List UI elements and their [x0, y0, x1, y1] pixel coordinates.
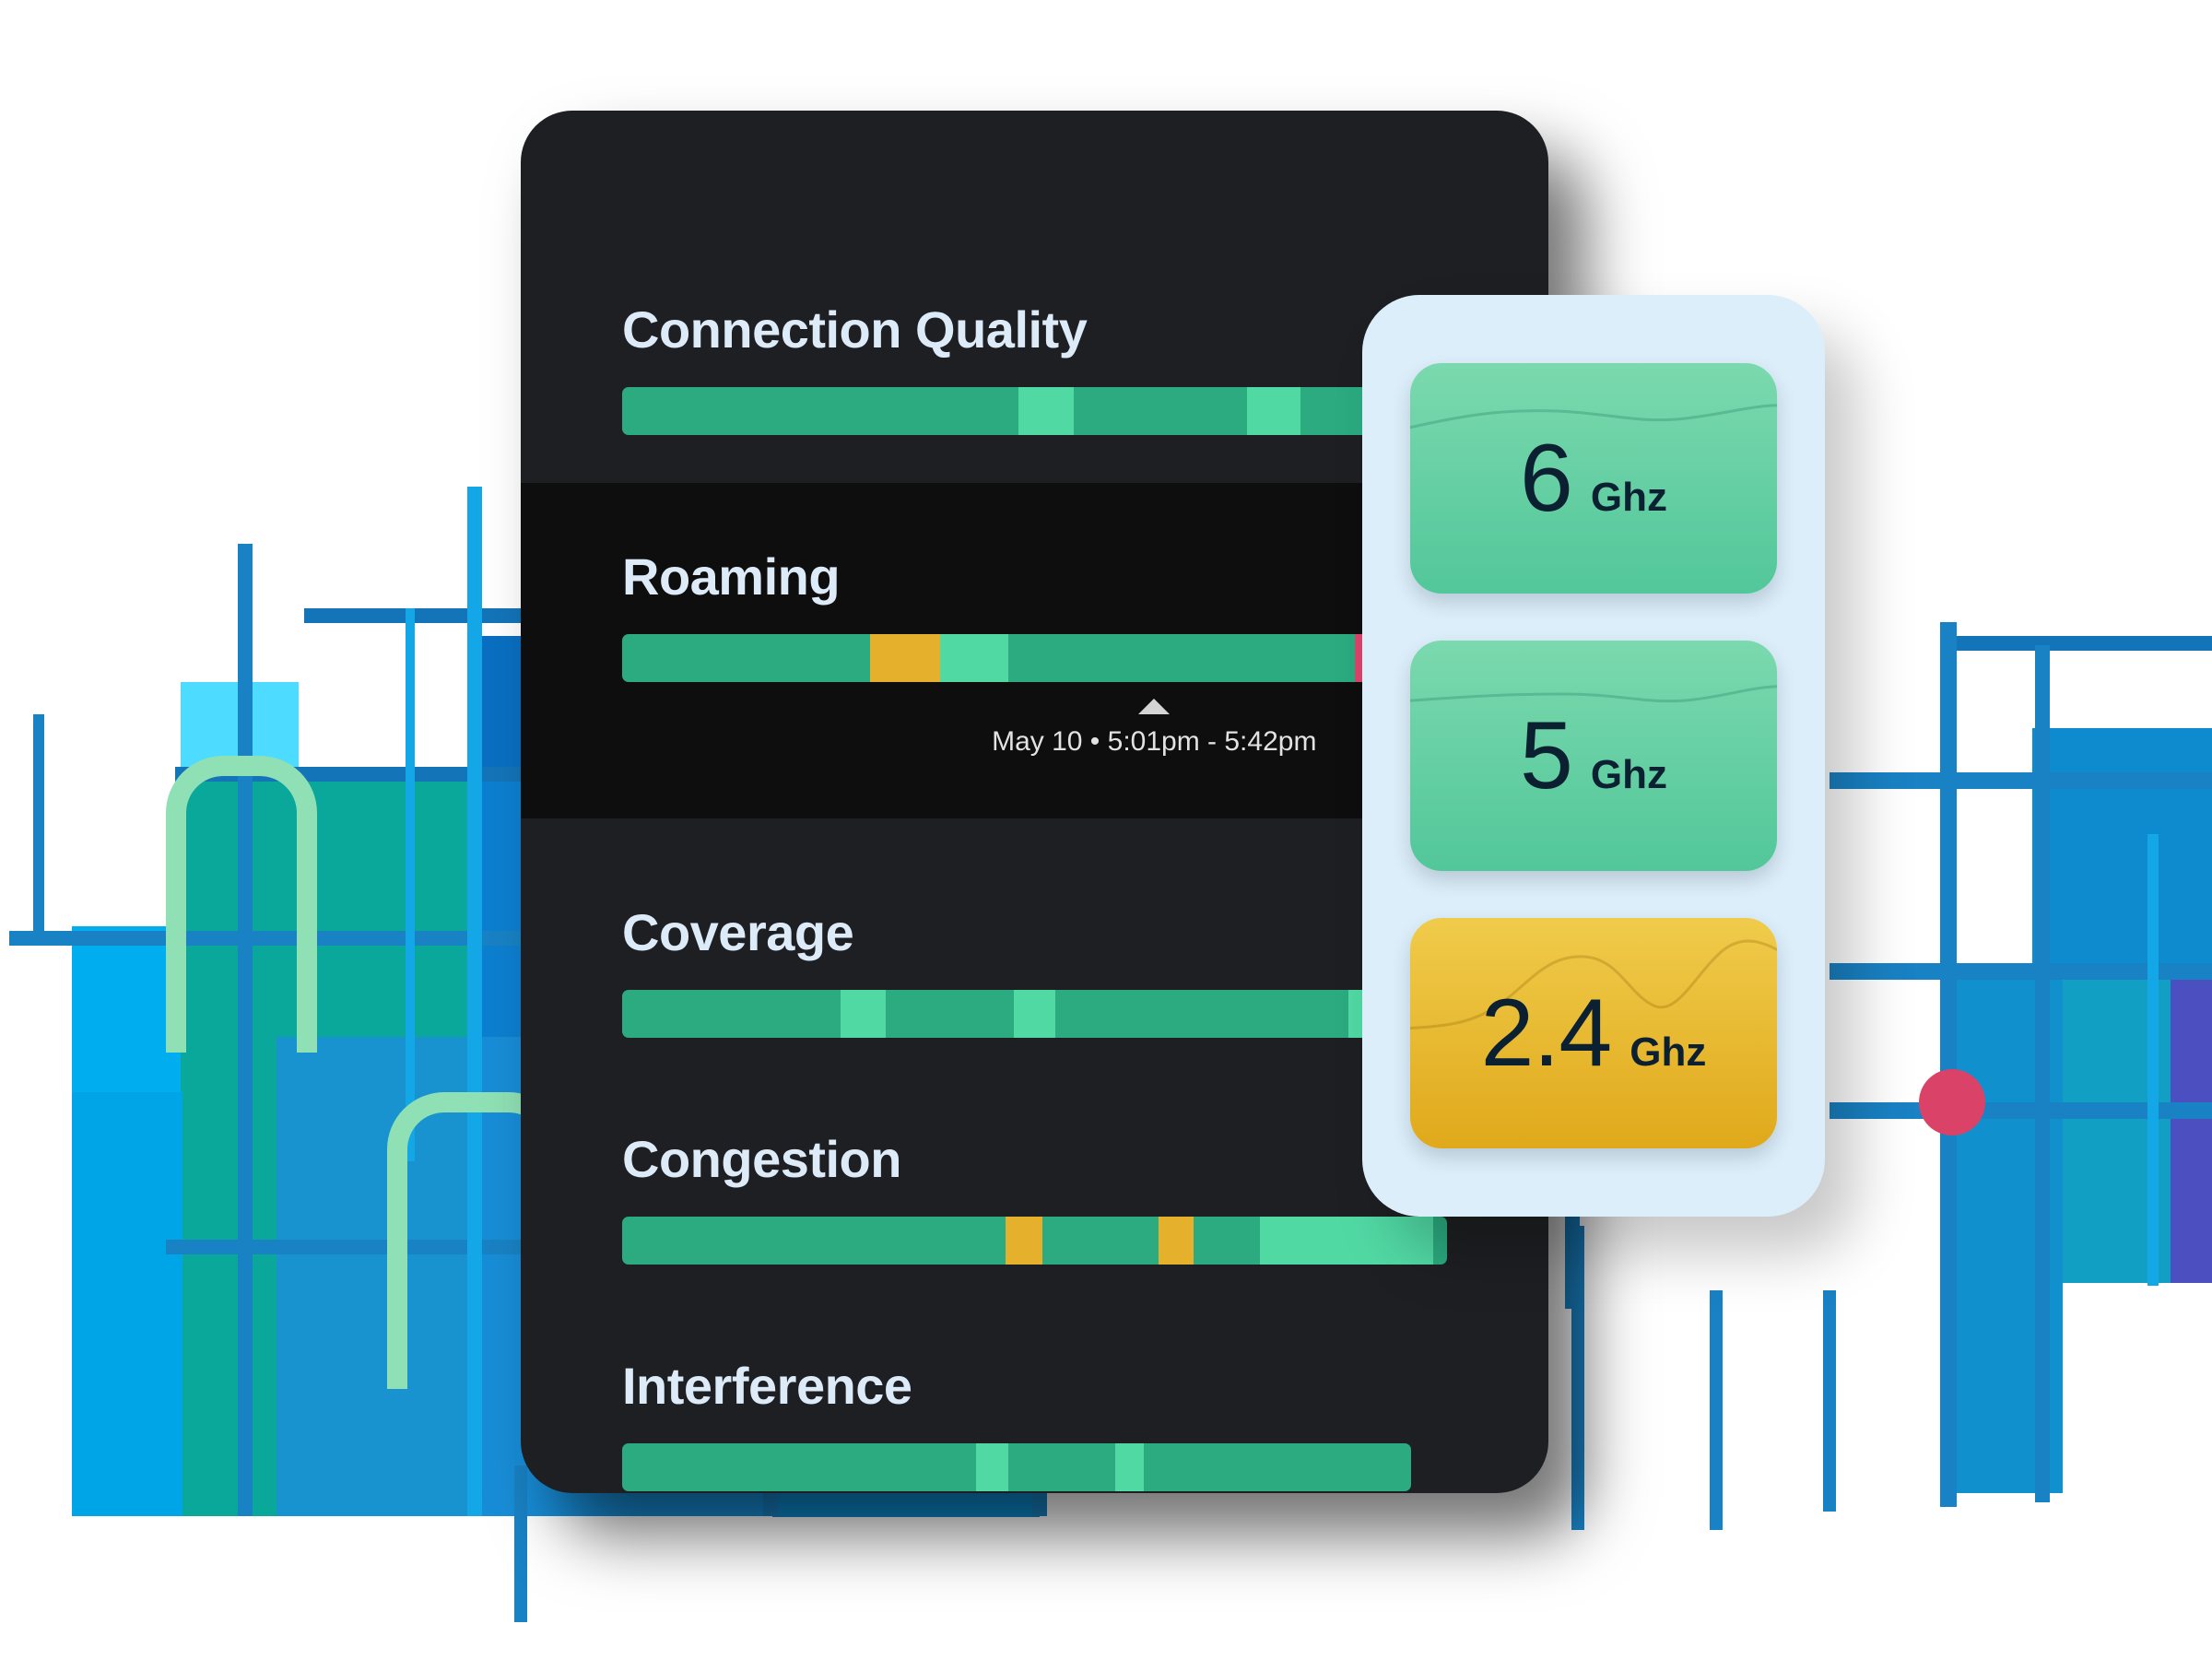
frequency-value-24ghz: 2.4	[1480, 980, 1613, 1087]
bar-segment-good[interactable]	[1143, 1443, 1411, 1491]
metric-bar-interference[interactable]	[622, 1443, 1411, 1491]
bg-vline-10	[1823, 1290, 1836, 1512]
bar-segment-good[interactable]	[1007, 1443, 1115, 1491]
bg-block-cyan-3	[72, 1092, 182, 1516]
frequency-band-panel: 6 Ghz 5 Ghz 2.4 Ghz	[1362, 295, 1825, 1217]
bg-hline-5	[1830, 772, 2212, 789]
bg-vline-11	[1571, 1226, 1584, 1530]
frequency-card-24ghz[interactable]: 2.4 Ghz	[1410, 918, 1777, 1148]
bg-block-indigo-right	[2171, 979, 2212, 1283]
frequency-value-5ghz: 5	[1520, 702, 1573, 809]
bg-pipe-top	[166, 756, 317, 1053]
frequency-label-5ghz: 5 Ghz	[1520, 708, 1667, 804]
metric-title-connection-quality: Connection Quality	[622, 300, 1088, 359]
metric-title-congestion: Congestion	[622, 1130, 901, 1188]
frequency-label-6ghz: 6 Ghz	[1520, 430, 1667, 526]
bar-segment-good[interactable]	[622, 1443, 977, 1491]
frequency-unit-6ghz: Ghz	[1590, 475, 1667, 520]
roaming-tooltip: May 10 • 5:01pm - 5:42pm	[622, 699, 1447, 769]
metric-title-coverage: Coverage	[622, 903, 854, 961]
bg-vline-12	[1710, 1290, 1723, 1530]
bar-segment-excellent[interactable]	[841, 990, 887, 1038]
frequency-value-6ghz: 6	[1520, 425, 1573, 532]
metric-bar-coverage[interactable]	[622, 990, 1447, 1038]
bar-segment-excellent[interactable]	[940, 634, 1008, 682]
metric-coverage[interactable]: Coverage	[521, 818, 1548, 1088]
bg-accent-dot	[1919, 1069, 1985, 1135]
bar-segment-fair[interactable]	[1158, 1217, 1194, 1265]
metric-interference[interactable]: Interference	[521, 1314, 1548, 1491]
tooltip-timestamp: May 10 • 5:01pm - 5:42pm	[992, 726, 1317, 757]
bg-vline-14	[514, 1465, 527, 1622]
bar-segment-good[interactable]	[1054, 990, 1348, 1038]
bar-segment-excellent[interactable]	[1114, 1443, 1144, 1491]
metric-bar-roaming[interactable]	[622, 634, 1447, 682]
bar-segment-excellent[interactable]	[1018, 387, 1075, 435]
bg-vline-13	[33, 714, 44, 945]
bg-hline-8	[1952, 636, 2212, 651]
bar-segment-good[interactable]	[622, 387, 1018, 435]
bar-segment-good[interactable]	[622, 634, 870, 682]
bar-segment-good[interactable]	[1432, 1217, 1447, 1265]
metric-bar-connection-quality[interactable]	[622, 387, 1447, 435]
metric-title-interference: Interference	[622, 1357, 912, 1415]
bg-vline-7	[2035, 645, 2050, 1502]
bar-segment-excellent[interactable]	[1259, 1217, 1433, 1265]
frequency-label-24ghz: 2.4 Ghz	[1481, 985, 1707, 1081]
bar-segment-good[interactable]	[1042, 1217, 1159, 1265]
bar-segment-excellent[interactable]	[976, 1443, 1008, 1491]
bg-vline-8	[2147, 834, 2159, 1286]
bg-vline-5	[406, 608, 415, 1161]
metric-title-roaming: Roaming	[622, 547, 841, 606]
tooltip-caret-icon	[1138, 699, 1171, 714]
bg-vline-1	[238, 544, 253, 1516]
bg-block-blue-right-1	[2032, 728, 2212, 968]
bar-segment-good[interactable]	[622, 990, 841, 1038]
metric-congestion[interactable]: Congestion	[521, 1088, 1548, 1314]
bar-segment-excellent[interactable]	[1247, 387, 1300, 435]
frequency-card-6ghz[interactable]: 6 Ghz	[1410, 363, 1777, 594]
frequency-unit-5ghz: Ghz	[1590, 752, 1667, 797]
bar-segment-good[interactable]	[1194, 1217, 1260, 1265]
metric-bar-congestion[interactable]	[622, 1217, 1447, 1265]
bg-hline-6	[1830, 963, 2212, 980]
bar-segment-good[interactable]	[886, 990, 1015, 1038]
bar-segment-fair[interactable]	[869, 634, 941, 682]
bar-segment-good[interactable]	[1007, 634, 1355, 682]
frequency-card-5ghz[interactable]: 5 Ghz	[1410, 641, 1777, 871]
bar-segment-excellent[interactable]	[1014, 990, 1055, 1038]
bg-vline-6	[1940, 622, 1957, 1507]
bar-segment-good[interactable]	[1074, 387, 1248, 435]
bar-segment-fair[interactable]	[1006, 1217, 1043, 1265]
bar-segment-good[interactable]	[622, 1217, 1006, 1265]
frequency-unit-24ghz: Ghz	[1630, 1030, 1707, 1075]
bg-vline-2	[467, 487, 482, 1516]
